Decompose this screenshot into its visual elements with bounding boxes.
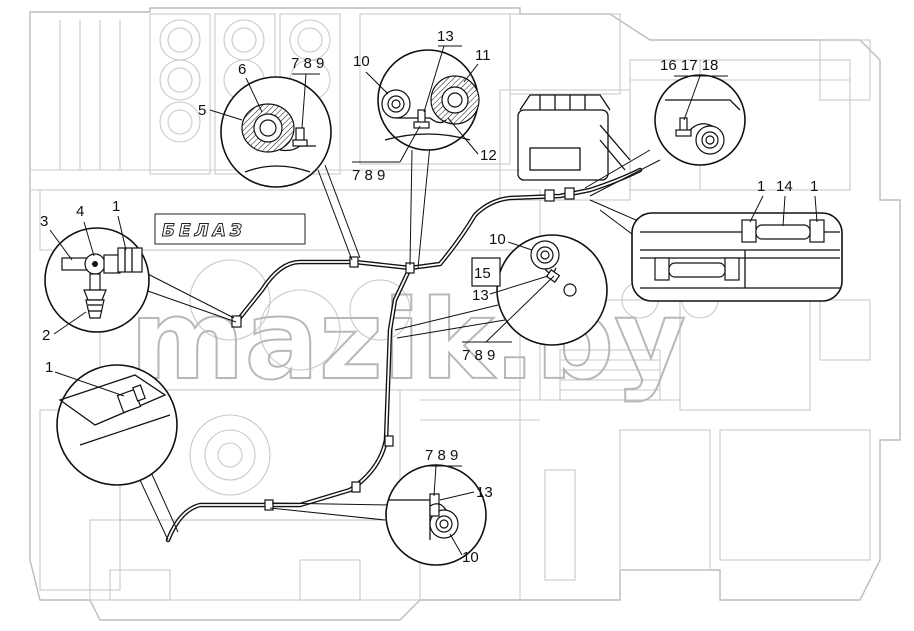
callout-5: 5 <box>198 102 206 119</box>
callout-10-middle: 10 <box>489 231 506 248</box>
callout-labels: 6 5 7 8 9 10 13 11 12 7 8 9 16 17 18 3 4… <box>40 28 818 566</box>
callout-6: 6 <box>238 61 246 78</box>
callout-11: 11 <box>475 47 491 64</box>
detail-bubble-clamp-5-6 <box>220 76 332 188</box>
callout-10-bottom: 10 <box>462 549 479 566</box>
machine-background-outline <box>29 7 901 621</box>
compressor-unit <box>517 94 631 181</box>
detail-bubble-clamp-10-11 <box>377 49 480 151</box>
detail-bubble-fitting-1-4 <box>44 227 150 333</box>
hose-line <box>165 167 643 543</box>
callout-13-top: 13 <box>437 28 454 45</box>
callout-12: 12 <box>480 147 497 164</box>
callout-7-8-9-top-center: 7 8 9 <box>352 167 385 184</box>
detail-bubble-clamp-bottom <box>385 464 487 566</box>
detail-bubble-clamp-10-13-15 <box>471 234 608 346</box>
leader-lines <box>139 144 661 541</box>
detail-bubble-clamp-16-18 <box>654 74 746 166</box>
callout-7-8-9-middle: 7 8 9 <box>462 347 495 364</box>
callout-7-8-9-bottom: 7 8 9 <box>425 447 458 464</box>
brand-plate: БЕЛАЗ <box>154 213 306 245</box>
callout-2: 2 <box>42 327 50 344</box>
callout-10-top: 10 <box>353 53 370 70</box>
detail-bubble-clip-1 <box>56 364 178 486</box>
callout-14: 14 <box>776 178 793 195</box>
callout-1-lower: 1 <box>45 359 53 376</box>
callout-1-left: 1 <box>112 198 120 215</box>
callout-7-8-9-top: 7 8 9 <box>291 55 324 72</box>
callout-3: 3 <box>40 213 48 230</box>
callout-1-right-b: 1 <box>810 178 818 195</box>
callout-16-17-18: 16 17 18 <box>660 57 718 74</box>
callout-4: 4 <box>76 203 84 220</box>
callout-13-bottom: 13 <box>476 484 493 501</box>
detail-bubble-hose-14 <box>631 212 843 302</box>
callout-1-right-a: 1 <box>757 178 765 195</box>
callout-15: 15 <box>474 265 491 282</box>
brand-plate-text: БЕЛАЗ <box>162 221 246 241</box>
callout-13-middle: 13 <box>472 287 489 304</box>
